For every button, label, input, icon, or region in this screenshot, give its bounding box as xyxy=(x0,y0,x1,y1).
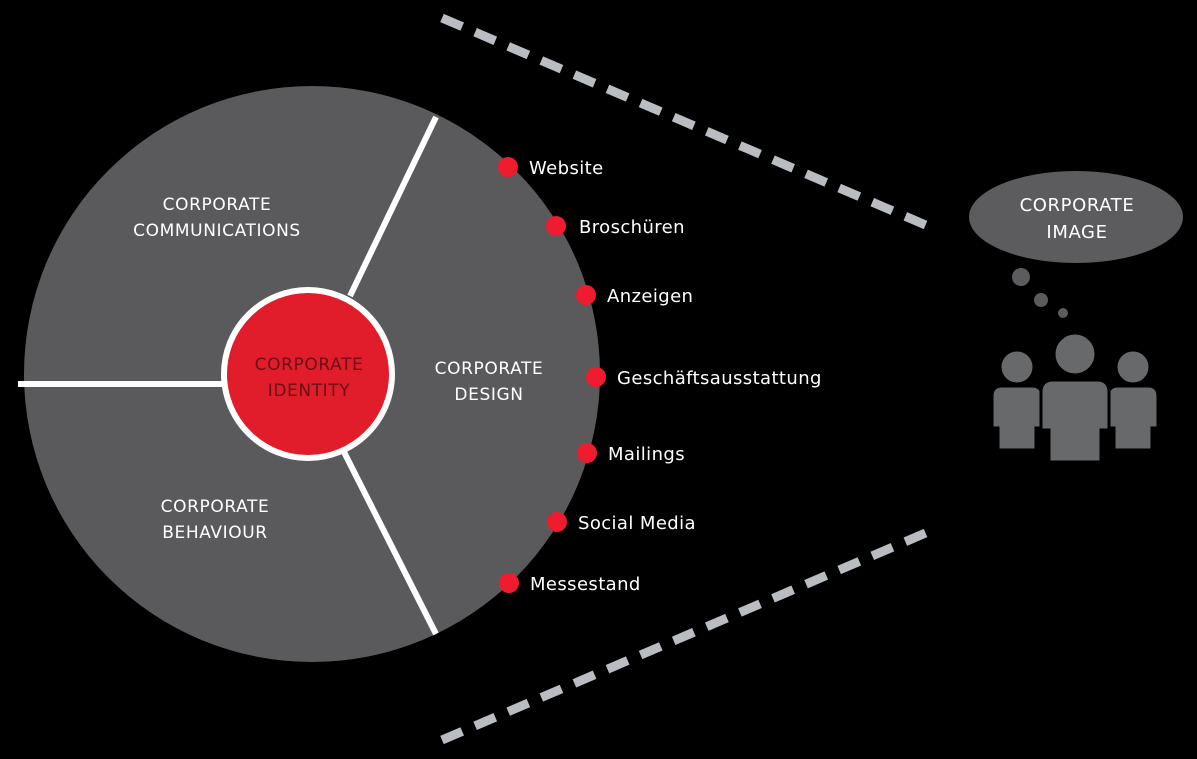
bullet-geschaeftsausstattung xyxy=(586,367,606,387)
segment-design-line2: DESIGN xyxy=(454,385,523,405)
core-label-line2: IDENTITY xyxy=(268,381,351,401)
people-group-icon xyxy=(990,331,1160,464)
image-label-line1: CORPORATE xyxy=(1020,195,1135,216)
core-circle xyxy=(221,287,395,461)
segment-communications-line1: CORPORATE xyxy=(163,195,272,215)
core-label-line1: CORPORATE xyxy=(255,355,364,375)
design-item-messestand: Messestand xyxy=(530,574,641,595)
bullet-broschueren xyxy=(546,216,566,236)
design-item-geschaeftsausstattung: Geschäftsausstattung xyxy=(617,368,822,389)
lower-dashed-line xyxy=(440,527,930,745)
thought-dot-large xyxy=(1012,268,1030,286)
image-label-line2: IMAGE xyxy=(1046,222,1107,243)
design-item-mailings: Mailings xyxy=(608,444,685,465)
segment-behaviour-line1: CORPORATE xyxy=(161,497,270,517)
design-item-broschueren: Broschüren xyxy=(579,217,685,238)
design-item-social-media: Social Media xyxy=(578,513,696,534)
segment-behaviour-line2: BEHAVIOUR xyxy=(162,523,267,543)
segment-communications-line2: COMMUNICATIONS xyxy=(133,221,301,241)
bullet-mailings xyxy=(577,443,597,463)
thought-bubble-icon xyxy=(969,171,1183,318)
design-item-website: Website xyxy=(529,158,604,179)
divider-upper xyxy=(347,115,439,298)
segment-design-line1: CORPORATE xyxy=(435,359,544,379)
thought-dot-medium xyxy=(1034,293,1048,307)
bullet-messestand xyxy=(499,573,519,593)
bullet-social-media xyxy=(547,512,567,532)
thought-dot-small xyxy=(1058,308,1068,318)
bullet-website xyxy=(498,157,518,177)
divider-lower xyxy=(341,450,439,636)
image-bubble xyxy=(969,171,1183,263)
bullet-anzeigen xyxy=(576,285,596,305)
design-item-anzeigen: Anzeigen xyxy=(607,286,693,307)
upper-dashed-line xyxy=(440,13,930,231)
